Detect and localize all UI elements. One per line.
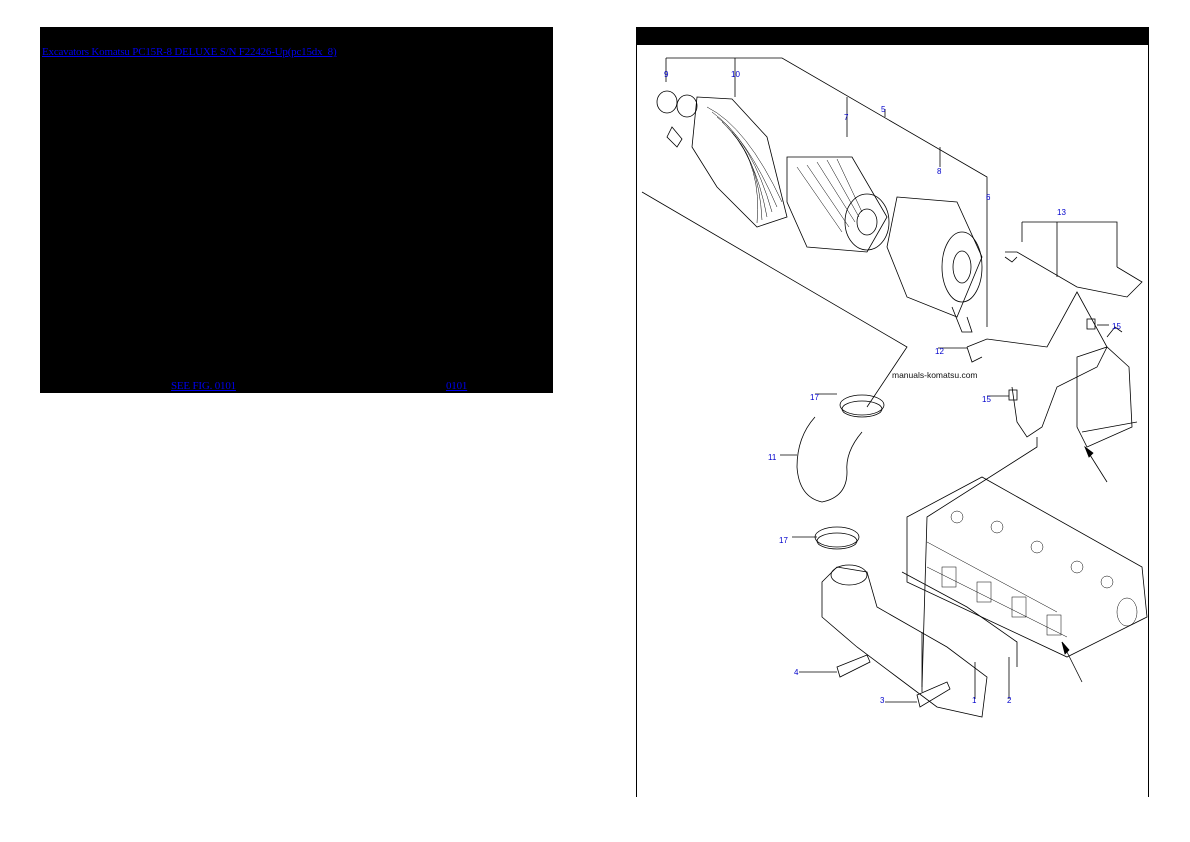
parts-info-panel: Excavators Komatsu PC15R-8 DELUXE S/N F2… xyxy=(40,27,553,393)
callout-13[interactable]: 13 xyxy=(1057,208,1066,217)
parts-diagram-panel: manuals-komatsu.com 9 10 5 7 8 6 13 15 1… xyxy=(636,27,1149,797)
callout-17-lower[interactable]: 17 xyxy=(779,536,788,545)
callout-1[interactable]: 1 xyxy=(972,696,977,705)
callout-11[interactable]: 11 xyxy=(768,453,777,462)
figure-page-link[interactable]: 0101 xyxy=(446,380,468,392)
see-figure-link[interactable]: SEE FIG. 0101 xyxy=(171,380,236,392)
callout-4[interactable]: 4 xyxy=(794,668,799,677)
diagram-header-bar xyxy=(637,27,1148,45)
catalog-title-link[interactable]: Excavators Komatsu PC15R-8 DELUXE S/N F2… xyxy=(42,46,337,58)
callout-12[interactable]: 12 xyxy=(935,347,944,356)
callout-5[interactable]: 5 xyxy=(881,105,886,114)
watermark-text: manuals-komatsu.com xyxy=(892,370,978,380)
callout-15[interactable]: 15 xyxy=(1112,322,1121,331)
callout-2[interactable]: 2 xyxy=(1007,696,1012,705)
air-cleaner-exploded-diagram xyxy=(641,57,1148,718)
callout-3[interactable]: 3 xyxy=(880,696,885,705)
callout-8[interactable]: 8 xyxy=(937,167,942,176)
callout-15-lower[interactable]: 15 xyxy=(982,395,991,404)
callout-6[interactable]: 6 xyxy=(986,193,991,202)
callout-10[interactable]: 10 xyxy=(731,70,740,79)
callout-9[interactable]: 9 xyxy=(664,70,669,79)
callout-7[interactable]: 7 xyxy=(844,113,849,122)
callout-17[interactable]: 17 xyxy=(810,393,819,402)
